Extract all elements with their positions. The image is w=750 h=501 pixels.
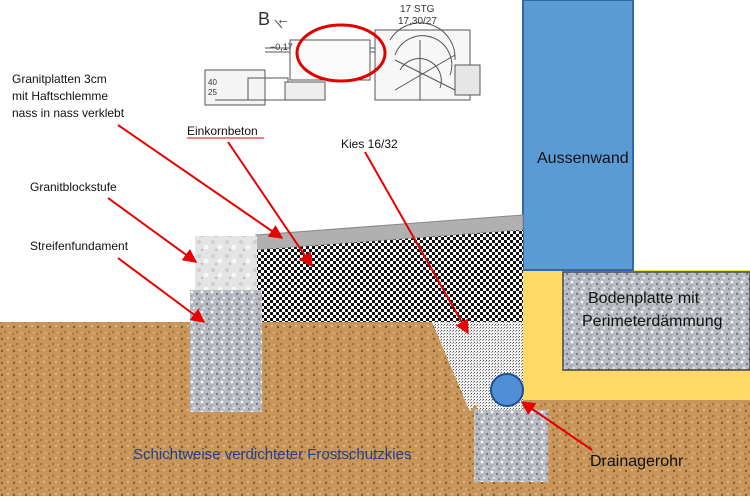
label-kies: Kies 16/32 <box>341 137 398 151</box>
plan-highlight-circle <box>295 23 387 83</box>
strip-foundation <box>190 290 262 412</box>
label-granitplatten-2: mit Haftschlemme <box>12 89 108 103</box>
plan-stair-label-bottom: 17,30/27 <box>398 16 437 27</box>
label-granitblockstufe: Granitblockstufe <box>30 180 117 194</box>
plan-stair-label-top: 17 STG <box>400 4 435 15</box>
label-granitplatten-1: Granitplatten 3cm <box>12 72 107 86</box>
plan-side-mark-2: 25 <box>208 88 217 97</box>
label-bodenplatte-1: Bodenplatte mit <box>588 290 700 307</box>
plan-section-marker: B <box>258 9 270 29</box>
plan-level-marker: −0,17 <box>270 42 293 52</box>
drain-pipe <box>490 373 524 407</box>
arrow-granitplatten <box>117 124 284 239</box>
floor-slab <box>562 271 750 371</box>
arrow-kies <box>364 151 469 335</box>
single-grain-concrete <box>256 230 523 322</box>
label-drainagerohr: Drainagerohr <box>590 453 684 470</box>
label-granitplatten-3: nass in nass verklebt <box>12 106 125 120</box>
plan-inset <box>204 19 481 106</box>
arrow-drainagerohr <box>520 401 593 451</box>
plan-section-arrow: ← <box>276 11 290 27</box>
outer-wall <box>522 0 634 271</box>
label-aussenwand: Aussenwand <box>537 150 629 167</box>
label-frostschutzkies: Schichtweise verdichteter Frostschutzkie… <box>133 446 411 463</box>
plan-side-mark-1: 40 <box>208 78 217 87</box>
granite-block-step <box>195 236 257 291</box>
arrow-granitblockstufe <box>107 197 198 263</box>
arrow-einkornbeton <box>227 141 313 268</box>
label-einkornbeton: Einkornbeton <box>187 124 258 138</box>
drain-foundation <box>474 410 548 482</box>
label-bodenplatte-2: Perimeterdämmung <box>582 313 723 330</box>
arrow-streifenfundament <box>117 257 206 323</box>
label-streifenfundament: Streifenfundament <box>30 239 129 253</box>
